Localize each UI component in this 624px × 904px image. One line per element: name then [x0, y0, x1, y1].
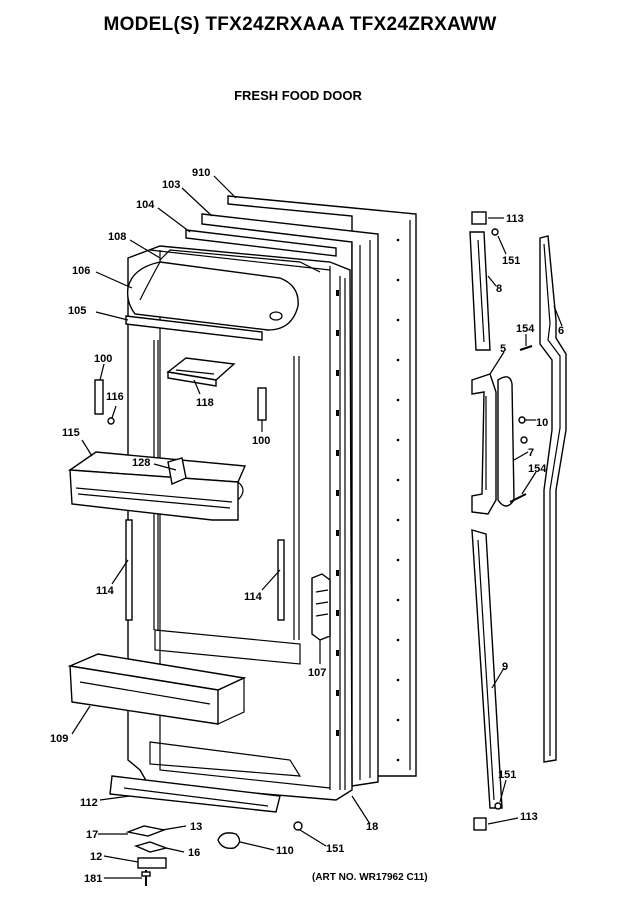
door-liner: [127, 245, 353, 801]
callout-109: 109: [50, 733, 68, 745]
hinge-parts: [125, 825, 169, 886]
callout-116: 116: [106, 391, 124, 403]
callout-154-upper: 154: [516, 323, 535, 335]
leader-lines: [71, 175, 563, 879]
side-trim: [539, 235, 567, 763]
handle: [471, 373, 497, 515]
callout-108: 108: [108, 231, 126, 243]
top-trim-strip: [185, 229, 337, 257]
shelf-support-left: [94, 379, 104, 415]
callout-10: 10: [536, 417, 548, 429]
cam: [217, 832, 241, 850]
bottom-trim: [109, 775, 281, 813]
handle-cap-top: [471, 211, 487, 225]
handle-insert: [497, 376, 515, 507]
callout-18: 18: [366, 821, 378, 833]
callout-103: 103: [162, 179, 180, 191]
callout-151-right: 151: [498, 769, 516, 781]
adjustable-bracket-right: [277, 539, 285, 621]
adjustable-bracket-left: [125, 519, 133, 621]
callout-118: 118: [196, 397, 214, 409]
shelf-support-right: [257, 387, 267, 421]
callout-114-right: 114: [244, 591, 263, 603]
callout-151-bottom: 151: [326, 843, 344, 855]
callout-107: 107: [308, 667, 326, 679]
page-title: MODEL(S) TFX24ZRXAAA TFX24ZRXAWW: [103, 14, 497, 35]
handle-screw-2: [520, 436, 528, 444]
callout-labels: 910 103 104 108 106 105 100 116 118 100 …: [50, 167, 564, 885]
callout-104: 104: [136, 199, 155, 211]
dairy-compartment-door: [126, 261, 299, 331]
holder: [311, 573, 331, 641]
callout-13: 13: [190, 821, 202, 833]
handle-cap-bottom: [473, 817, 487, 831]
callout-106: 106: [72, 265, 90, 277]
art-number: (ART NO. WR17962 C11): [312, 872, 428, 883]
callout-7: 7: [528, 447, 534, 459]
callout-154-lower: 154: [528, 463, 547, 475]
callout-9: 9: [502, 661, 508, 673]
callout-105: 105: [68, 305, 86, 317]
pin: [107, 417, 115, 425]
callout-100-right: 100: [252, 435, 270, 447]
screw-top: [491, 228, 499, 236]
small-shelf: [166, 357, 236, 387]
callout-6: 6: [558, 325, 564, 337]
plug-lower: [509, 493, 527, 503]
callout-115: 115: [62, 427, 80, 439]
callout-8: 8: [496, 283, 502, 295]
callout-128: 128: [132, 457, 150, 469]
callout-12: 12: [90, 851, 102, 863]
callout-151-top: 151: [502, 255, 520, 267]
callout-114-left: 114: [96, 585, 115, 597]
callout-910: 910: [192, 167, 210, 179]
callout-181: 181: [84, 873, 102, 885]
screw-lower: [494, 802, 502, 810]
callout-113-top: 113: [506, 213, 524, 225]
callout-17: 17: [86, 829, 98, 841]
upper-handle-trim: [469, 231, 491, 351]
liner-top-edge: [149, 249, 331, 271]
plug-upper: [519, 345, 533, 351]
door-bin: [67, 451, 247, 521]
screw-bottom: [293, 821, 303, 831]
diagram-subtitle: FRESH FOOD DOOR: [234, 88, 362, 103]
callout-110: 110: [276, 845, 294, 857]
dairy-shelf-rail: [125, 315, 263, 341]
callout-16: 16: [188, 847, 200, 859]
callout-100-left: 100: [94, 353, 112, 365]
lower-handle-trim: [471, 529, 503, 809]
callout-112: 112: [80, 797, 98, 809]
bottom-bin: [67, 653, 247, 725]
callout-5: 5: [500, 343, 506, 355]
callout-113-bottom: 113: [520, 811, 538, 823]
